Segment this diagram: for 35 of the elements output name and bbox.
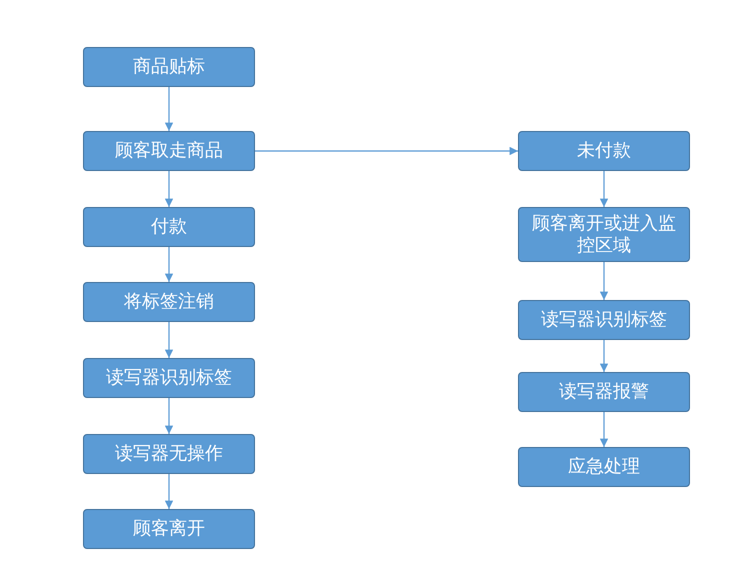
- step-label: 未付款: [576, 140, 632, 162]
- process-box: [518, 447, 690, 487]
- process-box: [83, 282, 255, 322]
- process-box: [83, 47, 255, 87]
- arrow: [164, 247, 174, 282]
- step-label: 顾客离开: [132, 518, 206, 540]
- arrow: [600, 171, 608, 207]
- step-label: 顾客取走商品: [114, 140, 224, 162]
- step-label: 付款: [150, 216, 188, 238]
- step-label: 顾客离开或进入监控区域: [531, 212, 677, 256]
- process-box: [518, 372, 690, 412]
- process-box: [83, 434, 255, 474]
- process-box: [83, 207, 255, 247]
- arrow: [600, 412, 608, 447]
- arrow: [164, 474, 174, 509]
- arrow: [164, 398, 174, 434]
- arrow: [600, 340, 608, 372]
- step-label: 商品贴标: [132, 56, 206, 78]
- arrow: [600, 262, 608, 300]
- arrow: [164, 322, 174, 358]
- step-label: 将标签注销: [123, 291, 215, 313]
- step-label: 应急处理: [567, 456, 641, 478]
- arrow: [164, 171, 174, 207]
- process-box: [518, 207, 690, 262]
- arrow: [164, 87, 174, 131]
- step-label: 读写器报警: [558, 381, 650, 403]
- arrow: [255, 146, 518, 156]
- step-label: 读写器识别标签: [540, 309, 668, 331]
- process-box: [83, 509, 255, 549]
- process-box: [518, 300, 690, 340]
- step-label: 读写器无操作: [114, 443, 224, 465]
- process-box: [518, 131, 690, 171]
- process-box: [83, 358, 255, 398]
- process-box: [83, 131, 255, 171]
- step-label: 读写器识别标签: [105, 367, 233, 389]
